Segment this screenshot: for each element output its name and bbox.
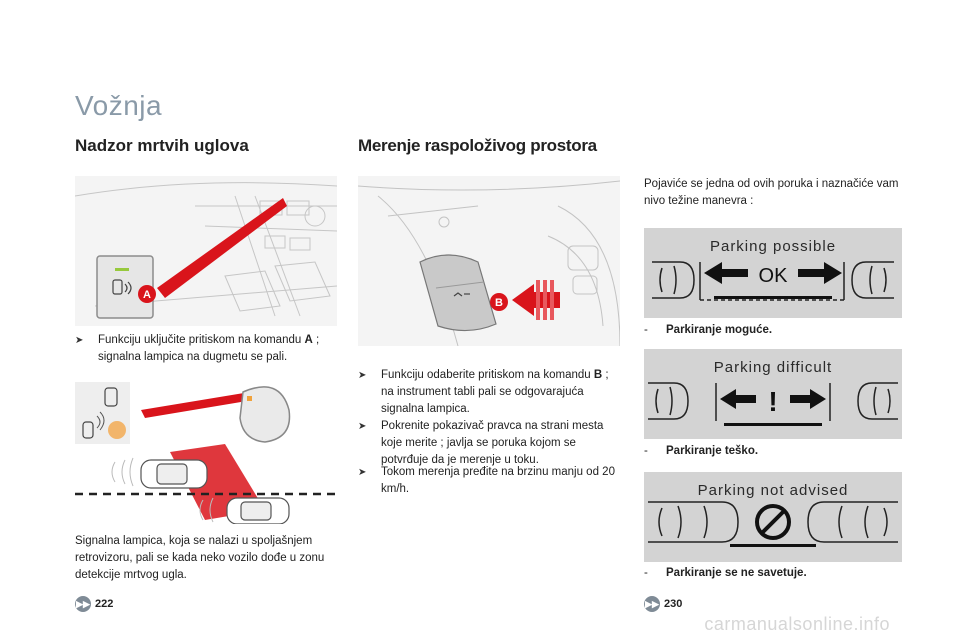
- ok-symbol: OK: [759, 265, 789, 287]
- section-title-blind-spot: Nadzor mrtvih uglova: [75, 136, 249, 155]
- bullet-activate-blind-spot: ➤ Funkciju uključite pritiskom na komand…: [75, 334, 320, 363]
- bullet-arrow-icon: ➤: [358, 467, 367, 478]
- section-title-space-measurement: Merenje raspoloživog prostora: [358, 136, 597, 155]
- page-title: Vožnja: [75, 90, 163, 121]
- no-entry-icon: [755, 504, 791, 540]
- blind-spot-detection-illustration: [75, 382, 337, 524]
- park-sensor-icon: [453, 292, 470, 297]
- watermark: carmanualsonline.info: [704, 614, 890, 634]
- message-box-parking-difficult: Parking difficult !: [644, 349, 902, 439]
- message-box-parking-possible: Parking possible OK: [644, 228, 902, 318]
- warning-symbol: !: [768, 386, 777, 417]
- page-ref-230[interactable]: ▶▶230: [644, 596, 683, 612]
- bullet-arrow-icon: ➤: [358, 421, 367, 432]
- status-parking-possible: -Parkiranje moguće.: [644, 324, 773, 336]
- button-label-a: A: [143, 289, 151, 301]
- page-ref-arrow-icon: ▶▶: [75, 596, 91, 612]
- press-arrow-icon: [512, 280, 560, 320]
- bullet-turn-signal: ➤ Pokrenite pokazivač pravca na strani m…: [358, 420, 604, 466]
- status-parking-difficult: -Parkiranje teško.: [644, 445, 759, 457]
- message-title: Parking not advised: [697, 482, 849, 499]
- message-title: Parking difficult: [713, 359, 833, 376]
- message-box-parking-not-advised: Parking not advised: [644, 472, 902, 562]
- messages-intro: Pojaviće se jedna od ovih poruka i nazna…: [644, 178, 899, 207]
- space-measurement-button-illustration: B: [358, 176, 620, 346]
- page-ref-arrow-icon: ▶▶: [644, 596, 660, 612]
- bullet-arrow-icon: ➤: [75, 335, 84, 346]
- bullet-speed-limit: ➤ Tokom merenja pređite na brzinu manju …: [358, 466, 615, 495]
- button-label-b: B: [495, 297, 503, 309]
- status-parking-not-advised: -Parkiranje se ne savetuje.: [644, 567, 807, 579]
- page-ref-222[interactable]: ▶▶222: [75, 596, 114, 612]
- bullet-select-function: ➤ Funkciju odaberite pritiskom na komand…: [358, 369, 609, 415]
- blind-spot-icon: [112, 279, 132, 295]
- bullet-arrow-icon: ➤: [358, 370, 367, 381]
- blind-spot-button-illustration: A: [75, 176, 337, 326]
- message-title: Parking possible: [709, 238, 837, 255]
- blind-spot-paragraph: Signalna lampica, koja se nalazi u spolj…: [75, 535, 325, 581]
